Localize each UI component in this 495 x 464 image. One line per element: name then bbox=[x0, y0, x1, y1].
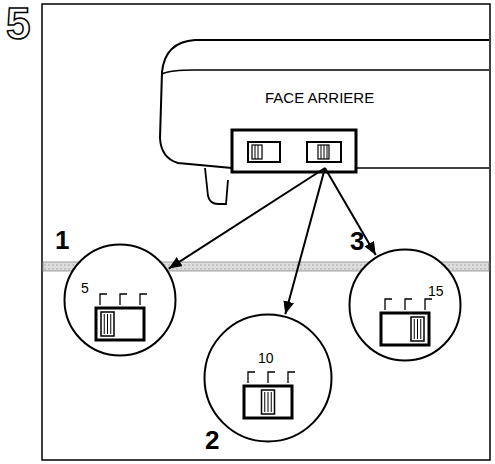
position-tick bbox=[248, 372, 255, 383]
switch-right bbox=[307, 142, 341, 162]
housing-panel: FACE ARRIERE bbox=[165, 40, 489, 168]
switch-left bbox=[248, 142, 280, 162]
position-tick bbox=[120, 294, 127, 305]
pointer-arrow bbox=[285, 168, 325, 314]
position-tick bbox=[288, 372, 295, 383]
callout-number: 2 bbox=[205, 427, 219, 453]
switch-panel bbox=[232, 130, 356, 172]
housing-foot bbox=[205, 168, 228, 204]
position-tick bbox=[405, 299, 412, 310]
switch-slider bbox=[101, 312, 114, 336]
switch-slider bbox=[262, 390, 275, 414]
detail-circle: 315 bbox=[348, 248, 462, 362]
position-value: 5 bbox=[81, 281, 89, 295]
callout-number: 1 bbox=[55, 227, 69, 253]
housing-base bbox=[356, 167, 489, 169]
position-tick bbox=[140, 294, 147, 305]
panel-title: FACE ARRIERE bbox=[265, 90, 374, 105]
pointer-arrow bbox=[325, 168, 376, 255]
switch-body bbox=[96, 308, 144, 340]
frame bbox=[42, 4, 490, 460]
detail-circle: 210 bbox=[203, 313, 333, 443]
switch-grip bbox=[255, 145, 258, 159]
switch-body bbox=[381, 313, 429, 345]
switch-body bbox=[244, 386, 292, 418]
circle-outline bbox=[203, 313, 333, 443]
position-tick bbox=[425, 299, 432, 310]
circle-outline bbox=[63, 243, 177, 357]
position-value: 10 bbox=[258, 351, 274, 365]
circle-outline bbox=[348, 248, 462, 362]
housing-outline bbox=[160, 40, 489, 168]
position-tick bbox=[268, 372, 275, 383]
detail-circle: 15 bbox=[63, 243, 177, 357]
position-value: 15 bbox=[428, 284, 444, 298]
housing-bevel bbox=[162, 70, 489, 74]
switch-slider bbox=[318, 145, 329, 159]
switch-slider bbox=[411, 317, 424, 341]
position-tick bbox=[100, 294, 107, 305]
step-number: 5 bbox=[6, 2, 30, 46]
switch-slider bbox=[252, 145, 262, 159]
callout-number: 3 bbox=[350, 228, 364, 254]
switch-grip bbox=[321, 145, 327, 159]
position-tick bbox=[385, 299, 392, 310]
